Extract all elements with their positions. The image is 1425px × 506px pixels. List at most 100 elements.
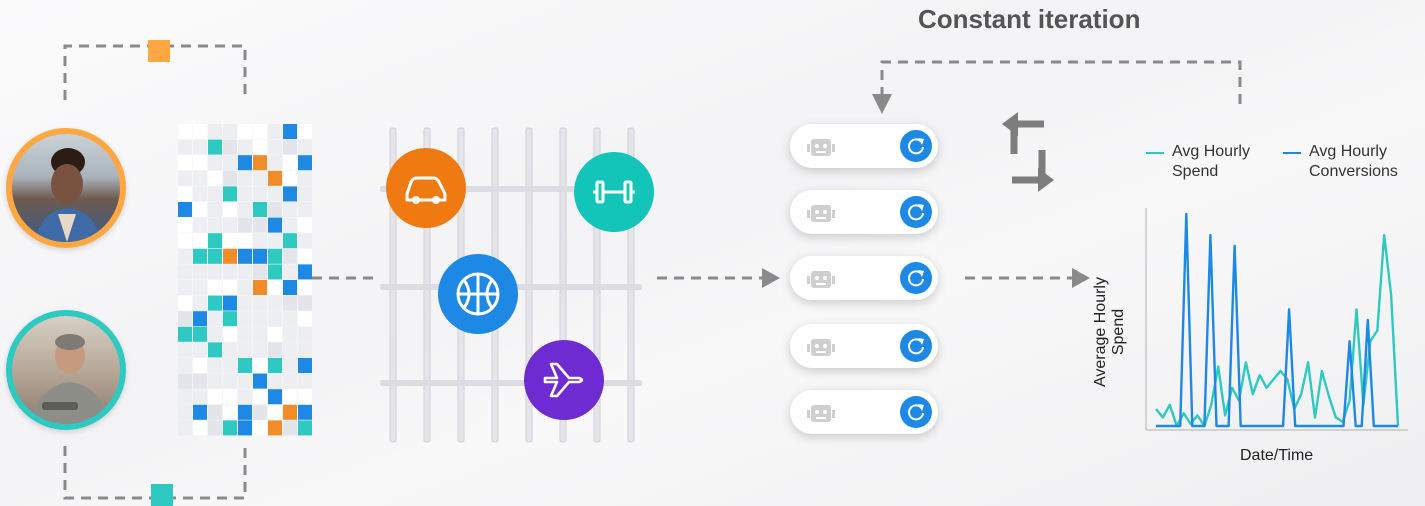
matrix-cell [283,124,297,139]
refresh-icon [908,270,924,287]
matrix-cell [283,233,297,249]
matrix-cell [238,420,252,436]
matrix-cell [178,373,192,389]
legend-item-spend: Avg Hourly Spend [1146,142,1272,182]
matrix-cell [178,280,192,295]
model-toggle-3[interactable] [790,256,938,300]
matrix-cell [298,248,312,264]
matrix-cell [268,404,282,420]
matrix-cell [298,139,312,155]
matrix-cell [193,358,207,373]
refresh-button[interactable] [900,262,932,294]
matrix-cell [298,155,312,171]
woman-avatar [6,128,126,248]
matrix-cell [178,170,192,186]
matrix-cell [268,202,282,217]
matrix-cell [238,202,252,217]
matrix-cell [193,202,207,217]
matrix-cell [223,404,237,420]
matrix-cell [298,389,312,405]
matrix-cell [298,295,312,311]
refresh-button[interactable] [900,396,932,428]
matrix-cell [178,155,192,171]
matrix-cell [268,155,282,171]
matrix-cell [178,404,192,420]
matrix-cell [208,155,222,171]
matrix-cell [298,170,312,186]
matrix-cell [253,326,267,342]
matrix-cell [178,326,192,342]
matrix-cell [298,404,312,420]
matrix-cell [238,342,252,358]
matrix-cell [223,420,237,436]
matrix-cell [223,373,237,389]
matrix-cell [238,389,252,405]
refresh-button[interactable] [900,196,932,228]
matrix-cell [208,248,222,264]
matrix-cell [238,264,252,280]
matrix-cell [268,264,282,280]
matrix-cell [268,186,282,202]
matrix-cell [238,217,252,233]
cycle-icon [1002,112,1054,192]
matrix-cell [193,186,207,202]
matrix-cell [268,233,282,249]
sports-topic [438,254,518,334]
matrix-cell [193,280,207,295]
legend-label-conversions: Avg Hourly Conversions [1309,143,1398,180]
matrix-cell [193,326,207,342]
matrix-cell [238,170,252,186]
matrix-cell [298,420,312,436]
matrix-cell [178,358,192,373]
matrix-cell [193,170,207,186]
diagram-title: Constant iteration [918,4,1141,34]
refresh-icon [908,138,924,155]
legend-swatch-conversions [1283,152,1301,154]
matrix-cell [223,170,237,186]
model-toggle-1[interactable] [790,124,938,168]
matrix-cell [298,311,312,327]
legend-item-conversions: Avg Hourly Conversions [1283,142,1419,182]
matrix-cell [238,155,252,171]
matrix-cell [178,342,192,358]
refresh-icon [908,338,924,355]
matrix-cell [283,170,297,186]
matrix-cell [238,139,252,155]
model-toggle-2[interactable] [790,190,938,234]
matrix-cell [208,420,222,436]
fitness-topic [574,152,654,232]
matrix-cell [208,326,222,342]
matrix-cell [268,280,282,295]
matrix-cell [223,326,237,342]
matrix-cell [268,358,282,373]
matrix-cell [298,358,312,373]
model-toggle-4[interactable] [790,324,938,368]
matrix-cell [178,248,192,264]
refresh-button[interactable] [900,330,932,362]
matrix-cell [208,124,222,139]
matrix-cell [193,139,207,155]
series-line-avg-hourly-spend [1155,234,1400,428]
matrix-cell [268,342,282,358]
matrix-cell [268,389,282,405]
matrix-cell [193,342,207,358]
matrix-cell [178,124,192,139]
refresh-button[interactable] [900,130,932,162]
matrix-cell [208,170,222,186]
matrix-cell [283,217,297,233]
matrix-cell [223,295,237,311]
matrix-cell [193,389,207,405]
matrix-cell [298,280,312,295]
refresh-icon [908,404,924,421]
airplane-icon [543,362,584,398]
matrix-cell [223,342,237,358]
model-toggle-5[interactable] [790,390,938,434]
matrix-cell [178,311,192,327]
matrix-cell [253,217,267,233]
matrix-cell [178,295,192,311]
matrix-cell [208,264,222,280]
matrix-cell [223,280,237,295]
matrix-cell [178,264,192,280]
matrix-cell [208,404,222,420]
matrix-cell [193,217,207,233]
